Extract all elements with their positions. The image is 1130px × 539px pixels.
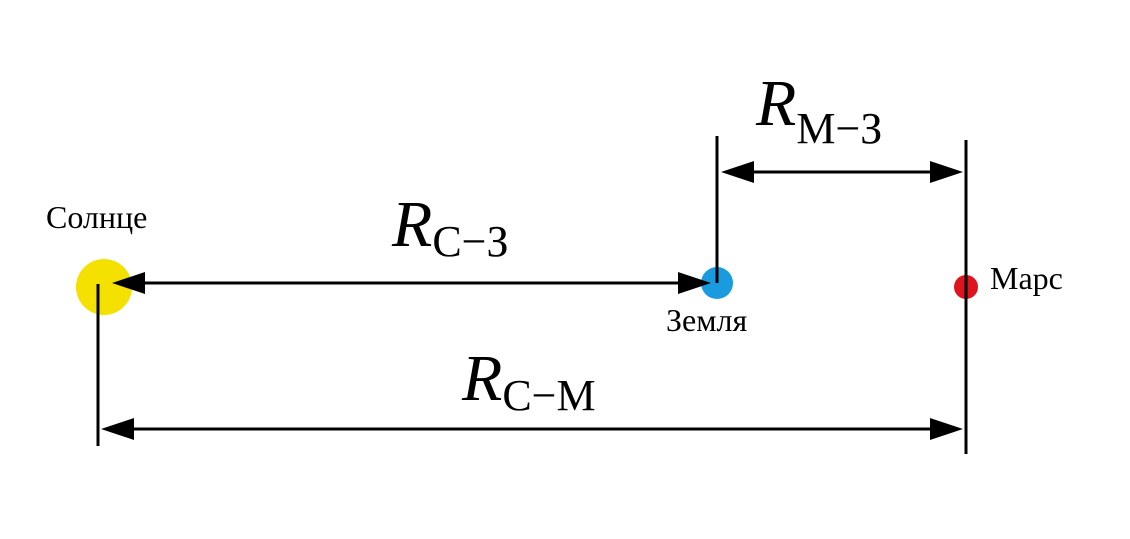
mars-earth-arrow bbox=[721, 161, 963, 183]
sun-earth-arrow bbox=[112, 272, 711, 294]
mars-earth-distance-symbol: R bbox=[755, 67, 796, 140]
mars-earth-distance-label: RМ−З bbox=[755, 67, 882, 153]
sun-dot bbox=[76, 259, 132, 315]
sun-mars-arrow bbox=[101, 418, 963, 440]
sun-mars-distance-subscript: С−М bbox=[502, 371, 595, 420]
sun-mars-distance-symbol: R bbox=[461, 342, 502, 415]
sun-earth-distance-label: RС−З bbox=[391, 188, 509, 266]
sun-earth-distance-subscript: С−З bbox=[432, 217, 508, 266]
sun-label: Солнце bbox=[46, 199, 147, 235]
earth-label: Земля bbox=[666, 302, 747, 338]
sun-mars-distance-label: RС−М bbox=[461, 342, 596, 420]
mars-label: Марс bbox=[990, 260, 1063, 296]
mars-earth-distance-subscript: М−З bbox=[796, 104, 882, 153]
sun-earth-distance-symbol: R bbox=[391, 188, 432, 261]
